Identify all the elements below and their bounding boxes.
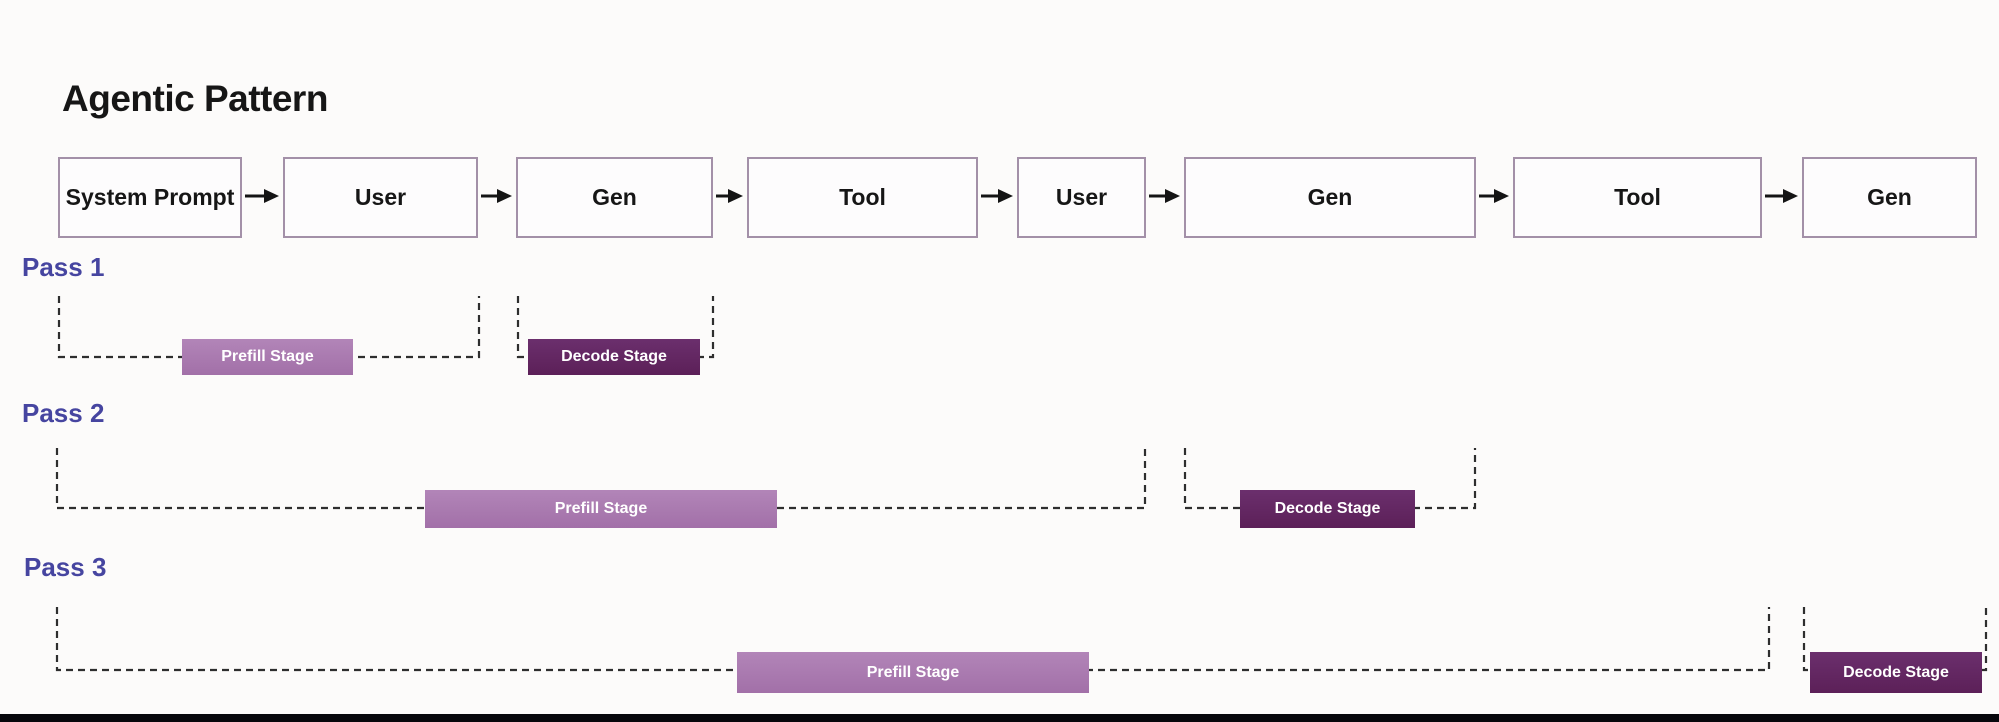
flow-arrow-icon [716, 189, 743, 203]
flow-box-7-tool: Tool [1513, 157, 1762, 238]
flow-box-label: Gen [1867, 184, 1912, 210]
pass-1-decode-stage-bar: Decode Stage [528, 339, 700, 375]
flow-box-label: User [354, 184, 407, 210]
pass-3-label: Pass 3 [24, 552, 107, 582]
flow-box-5-user: User [1017, 157, 1146, 238]
flow-box-label: Tool [839, 184, 886, 210]
pass-1-prefill-stage-bar: Prefill Stage [182, 339, 353, 375]
flow-box-8-gen: Gen [1802, 157, 1977, 238]
flow-arrow-icon [981, 189, 1013, 203]
pass-3-decode-bracket [1802, 607, 1988, 672]
flow-arrow-icon [481, 189, 512, 203]
pass-2-prefill-stage-bar: Prefill Stage [425, 490, 777, 528]
flow-arrow-icon [245, 189, 279, 203]
pass-3-prefill-stage-bar: Prefill Stage [737, 652, 1089, 693]
flow-box-6-gen: Gen [1184, 157, 1476, 238]
bottom-border-bar [0, 714, 1999, 722]
flow-arrow-icon [1765, 189, 1798, 203]
flow-box-label: Gen [1307, 184, 1353, 210]
stage-bar-label: Decode Stage [561, 348, 667, 365]
pass-2-decode-stage-bar: Decode Stage [1240, 490, 1415, 528]
flow-box-1-system-prompt: System Prompt [58, 157, 242, 238]
pass-3-decode-stage-bar: Decode Stage [1810, 652, 1982, 693]
flow-arrow-icon [1479, 189, 1509, 203]
flow-box-2-user: User [283, 157, 478, 238]
pass-2-label: Pass 2 [22, 398, 105, 428]
pass-1-label: Pass 1 [22, 252, 105, 282]
stage-bar-label: Prefill Stage [554, 500, 648, 517]
flow-box-label: System Prompt [65, 184, 235, 210]
stage-bar-label: Prefill Stage [221, 348, 314, 365]
stage-bar-label: Decode Stage [1274, 500, 1381, 517]
flow-box-4-tool: Tool [747, 157, 978, 238]
flow-box-label: Gen [592, 184, 637, 210]
flow-arrow-icon [1149, 189, 1180, 203]
flow-box-label: Tool [1614, 184, 1661, 210]
flow-box-label: User [1055, 184, 1108, 210]
stage-bar-label: Prefill Stage [866, 663, 960, 681]
stage-bar-label: Decode Stage [1843, 663, 1949, 681]
flow-box-3-gen: Gen [516, 157, 713, 238]
page-title: Agentic Pattern [62, 78, 328, 119]
